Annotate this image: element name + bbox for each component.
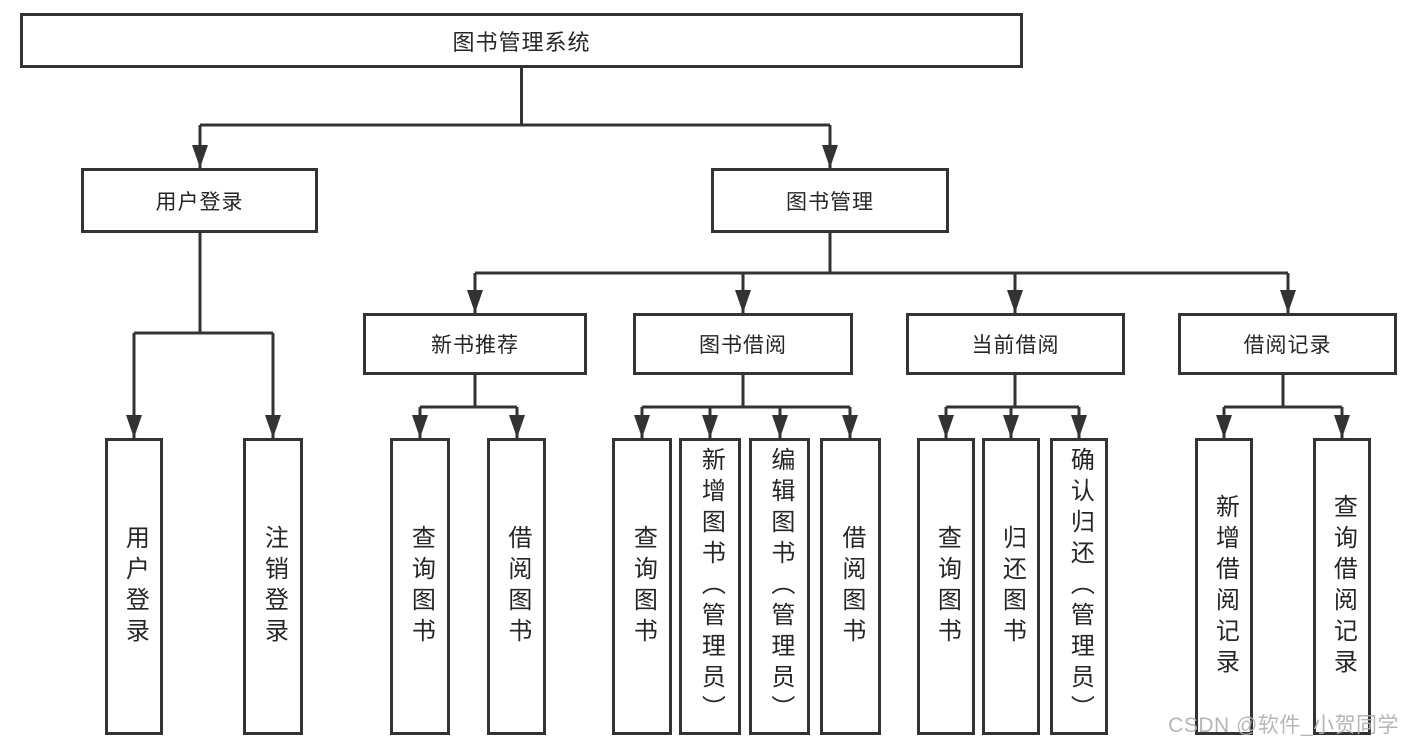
- leaf-return-books: 归还图书: [982, 438, 1040, 735]
- leaf-label: 查询借阅记录: [1329, 493, 1357, 680]
- leaf-label: 用户登录: [121, 524, 149, 649]
- csdn-watermark: CSDN @软件_小贺同学: [1168, 714, 1399, 737]
- leaf-query-books-recommend: 查询图书: [390, 438, 450, 735]
- leaf-label: 确认归还（管理员）: [1066, 447, 1094, 726]
- current-borrow-connectors: [938, 375, 1087, 438]
- leaf-confirm-return-admin: 确认归还（管理员）: [1050, 438, 1108, 735]
- leaf-label: 编辑图书（管理员）: [766, 447, 794, 726]
- leaf-label: 查询图书: [407, 524, 435, 649]
- leaf-label: 注销登录: [260, 524, 288, 649]
- leaf-borrow-books: 借阅图书: [820, 438, 881, 735]
- leaf-label: 查询图书: [933, 524, 961, 649]
- node-borrow-records: 借阅记录: [1178, 313, 1397, 375]
- leaf-label: 借阅图书: [837, 524, 865, 649]
- node-root-system: 图书管理系统: [20, 13, 1023, 68]
- borrow-records-connectors: [1216, 375, 1350, 438]
- user-login-branch-connectors: [126, 233, 281, 438]
- leaf-add-books-admin: 新增图书（管理员）: [679, 438, 741, 735]
- node-new-book-recommend: 新书推荐: [363, 313, 587, 375]
- leaf-query-books-borrow: 查询图书: [612, 438, 672, 735]
- level2-connectors: [192, 68, 838, 168]
- leaf-user-login: 用户登录: [105, 438, 163, 735]
- leaf-label: 新增借阅记录: [1211, 493, 1239, 680]
- leaf-label: 归还图书: [998, 524, 1026, 649]
- leaf-label: 借阅图书: [503, 524, 531, 649]
- leaf-query-borrow-record: 查询借阅记录: [1313, 438, 1371, 735]
- book-borrow-connectors: [634, 375, 858, 438]
- leaf-query-books-current: 查询图书: [917, 438, 975, 735]
- leaf-label: 查询图书: [629, 524, 657, 649]
- book-management-branch-connectors: [467, 233, 1296, 313]
- node-current-borrow: 当前借阅: [906, 313, 1125, 375]
- leaf-add-borrow-record: 新增借阅记录: [1195, 438, 1253, 735]
- new-book-recommend-connectors: [412, 375, 525, 438]
- node-user-login: 用户登录: [81, 168, 318, 233]
- leaf-edit-books-admin: 编辑图书（管理员）: [749, 438, 810, 735]
- leaf-label: 新增图书（管理员）: [697, 447, 725, 726]
- node-book-management: 图书管理: [711, 168, 949, 233]
- leaf-logout: 注销登录: [243, 438, 303, 735]
- node-book-borrow: 图书借阅: [633, 313, 853, 375]
- leaf-borrow-books-recommend: 借阅图书: [487, 438, 546, 735]
